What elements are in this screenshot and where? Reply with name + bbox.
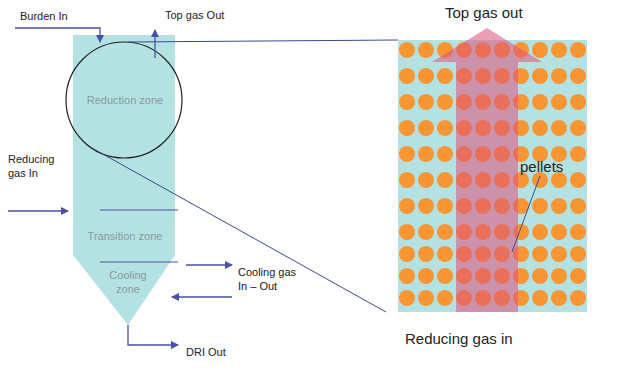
zone-divider [100, 262, 178, 263]
flow-label: DRI Out [186, 345, 256, 359]
flow-label: Top gas Out [165, 8, 255, 22]
zone-divider [100, 210, 178, 211]
zone-band: Transition zone [78, 229, 172, 243]
cooling-in-arrow [172, 296, 232, 297]
zone-label: Transition zone [78, 229, 172, 243]
zoom-label: Top gas out [445, 4, 523, 22]
dri-arrow [128, 325, 178, 345]
flow-label: Burden In [20, 9, 100, 23]
burden-arrow [15, 28, 100, 42]
reducing-gas-arrow [8, 210, 68, 211]
zoom-line [128, 40, 398, 42]
cooling-out-arrow [186, 264, 232, 265]
zoom-label: Reducing gas in [405, 330, 513, 348]
zone-band: Cooling zone [98, 268, 158, 296]
top-gas-arrow [154, 30, 155, 58]
shaft-furnace [73, 35, 175, 325]
flow-label: Cooling gas In – Out [238, 265, 308, 293]
callout-label: pellets [520, 158, 563, 176]
zoom-circle [66, 42, 182, 158]
flow-label: Reducing gas In [8, 152, 64, 180]
zone-band: Reduction zone [78, 93, 172, 107]
leader-line [512, 176, 540, 252]
zone-label: Reduction zone [78, 93, 172, 107]
zone-label: Cooling zone [98, 268, 158, 296]
